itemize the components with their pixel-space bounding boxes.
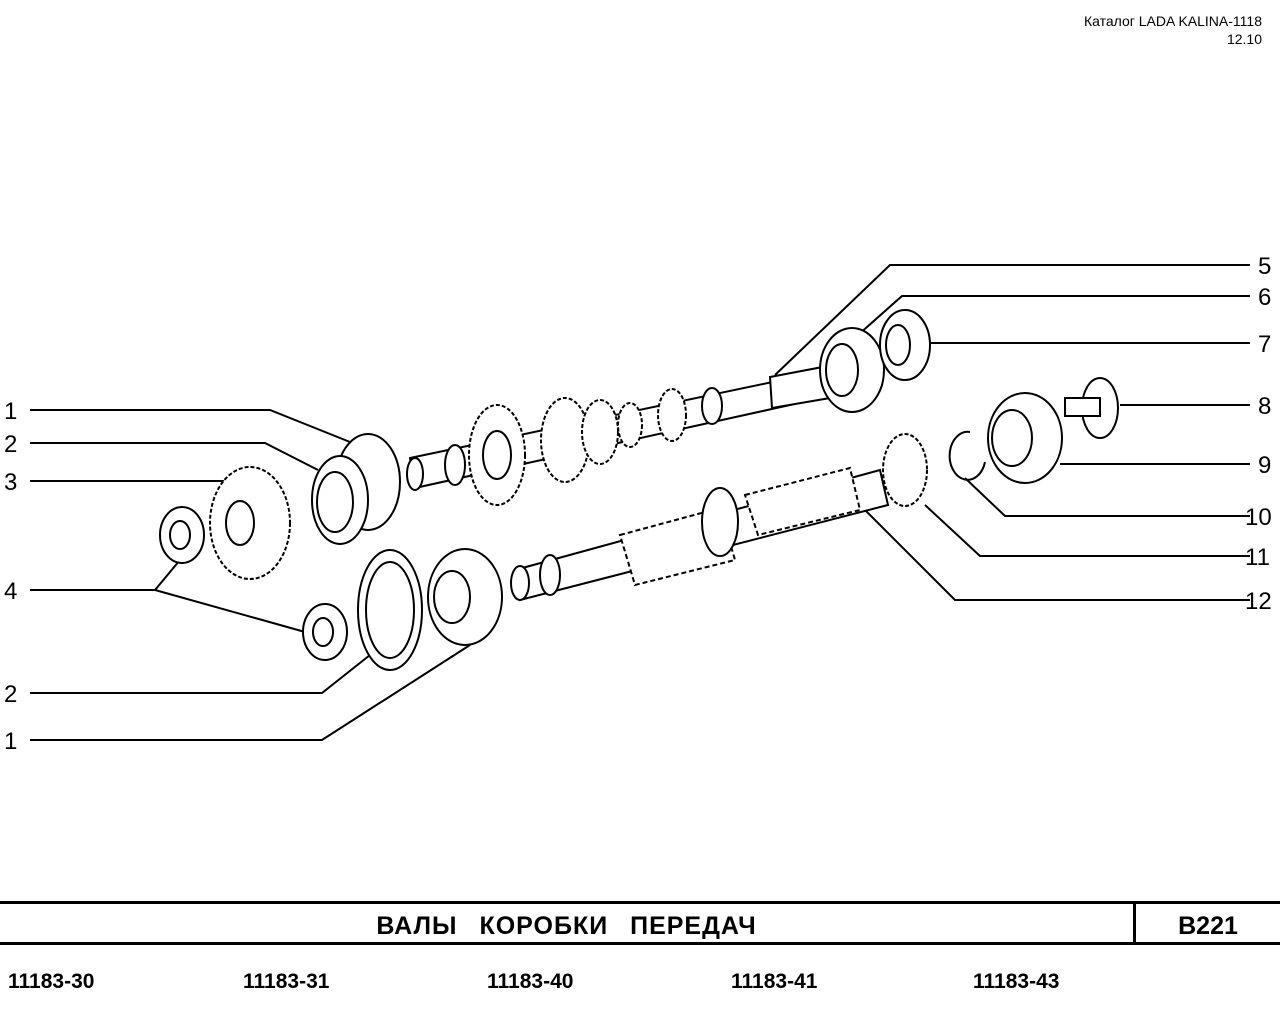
model-code: 11183-31 [243,970,330,993]
nut-thread [312,617,334,647]
snap-ring [948,430,986,481]
driven-gear-hub [225,500,255,546]
catalog-name: Каталог LADA KALINA-1118 [1083,13,1262,29]
leader-line [30,442,319,471]
spring-washer-inner [365,561,415,659]
callout-8: 8 [1258,393,1271,420]
callout-2-lower: 2 [4,681,17,708]
output-shaft [510,433,928,602]
catalog-date: 12.10 [1226,31,1262,47]
page-title: ВАЛЫ КОРОБКИ ПЕРЕДАЧ [376,912,757,940]
input-gear [657,388,687,442]
input-gear [617,402,643,448]
title-divider [1133,904,1136,942]
bearing-inner-ring [825,343,859,397]
sheet-code: B221 [1178,912,1238,940]
output-drive-gear [882,433,928,507]
model-code: 11183-40 [487,970,574,993]
callout-4: 4 [4,578,17,605]
oil-seal-inner [885,324,911,366]
model-list: 11183-30 11183-31 11183-40 11183-41 1118… [0,970,1280,1000]
callout-7: 7 [1258,331,1271,358]
input-gear [581,399,619,465]
leader-line [30,559,181,591]
shaft-plug-stem [1064,397,1101,417]
leader-line [924,504,1250,557]
spring-washer-inner [316,471,354,533]
leader-line [154,589,306,633]
input-gear [540,397,590,483]
model-code: 11183-41 [731,970,818,993]
model-code: 11183-43 [973,970,1060,993]
synchronizer [701,487,739,557]
leader-line [964,477,1250,517]
leader-line [30,654,371,694]
nut-thread [169,520,191,550]
leader-line [854,499,1250,601]
callout-2: 2 [4,431,17,458]
callout-1-lower: 1 [4,728,17,755]
callout-9: 9 [1258,452,1271,479]
catalog-header: Каталог LADA KALINA-1118 12.10 [1084,12,1262,48]
leader-line [30,644,471,741]
bearing-inner-ring [991,409,1033,467]
output-shaft-splines [743,466,862,537]
callout-3: 3 [4,469,17,496]
model-code: 11183-30 [8,970,95,993]
callout-1: 1 [4,398,17,425]
leader-line [30,409,366,449]
callout-5: 5 [1258,253,1271,280]
callout-6: 6 [1258,284,1271,311]
leader-line [857,295,1250,336]
callout-11: 11 [1245,544,1270,571]
input-shaft [406,364,837,506]
title-block: ВАЛЫ КОРОБКИ ПЕРЕДАЧ B221 [0,901,1280,945]
bearing-inner-ring [433,570,471,624]
callout-12: 12 [1245,588,1272,615]
callout-10: 10 [1245,504,1272,531]
leader-line [774,264,1250,376]
gearbox-shafts-diagram: 1 2 3 4 2 1 5 6 7 8 9 10 11 12 [4,253,1272,755]
